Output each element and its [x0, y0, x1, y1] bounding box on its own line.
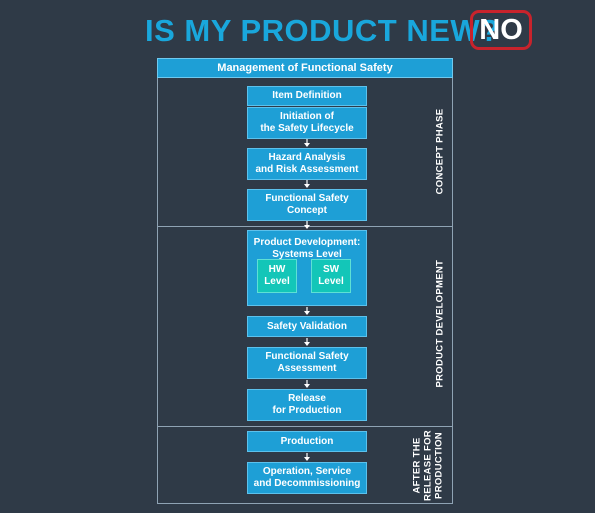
- production-box: Production: [247, 431, 367, 452]
- lifecycle-frame: [157, 78, 453, 504]
- initiation-safety-lifecycle-box: Initiation of the Safety Lifecycle: [247, 107, 367, 139]
- hw-level-box: HW Level: [257, 259, 297, 293]
- sw-level-box: SW Level: [311, 259, 351, 293]
- concept-phase-label: CONCEPT PHASE: [434, 108, 446, 195]
- safety-validation-box: Safety Validation: [247, 316, 367, 337]
- arrow-down-icon: [304, 221, 310, 229]
- arrow-down-icon: [304, 307, 310, 315]
- arrow-down-icon: [304, 380, 310, 388]
- management-of-functional-safety-box: Management of Functional Safety: [157, 58, 453, 78]
- release-for-production-box: Release for Production: [247, 389, 367, 421]
- arrow-down-icon: [304, 338, 310, 346]
- arrow-down-icon: [304, 180, 310, 188]
- hazard-analysis-box: Hazard Analysis and Risk Assessment: [247, 148, 367, 180]
- operation-service-decommissioning-box: Operation, Service and Decommissioning: [247, 462, 367, 494]
- functional-safety-concept-box: Functional Safety Concept: [247, 189, 367, 221]
- page-title: IS MY PRODUCT NEW?: [145, 13, 500, 48]
- arrow-down-icon: [304, 453, 310, 461]
- systems-level-label: Product Development: Systems Level: [253, 237, 361, 260]
- item-definition-box: Item Definition: [247, 86, 367, 106]
- systems-level-box: Product Development: Systems Level HW Le…: [247, 230, 367, 306]
- product-development-label: PRODUCT DEVELOPMENT: [434, 259, 446, 388]
- arrow-down-icon: [304, 139, 310, 147]
- after-release-label: AFTER THE RELEASE FOR PRODUCTION: [411, 430, 445, 501]
- concept-development-divider: [157, 226, 453, 227]
- development-after-release-divider: [157, 426, 453, 427]
- functional-safety-assessment-box: Functional Safety Assessment: [247, 347, 367, 379]
- answer-badge: NO: [470, 10, 532, 50]
